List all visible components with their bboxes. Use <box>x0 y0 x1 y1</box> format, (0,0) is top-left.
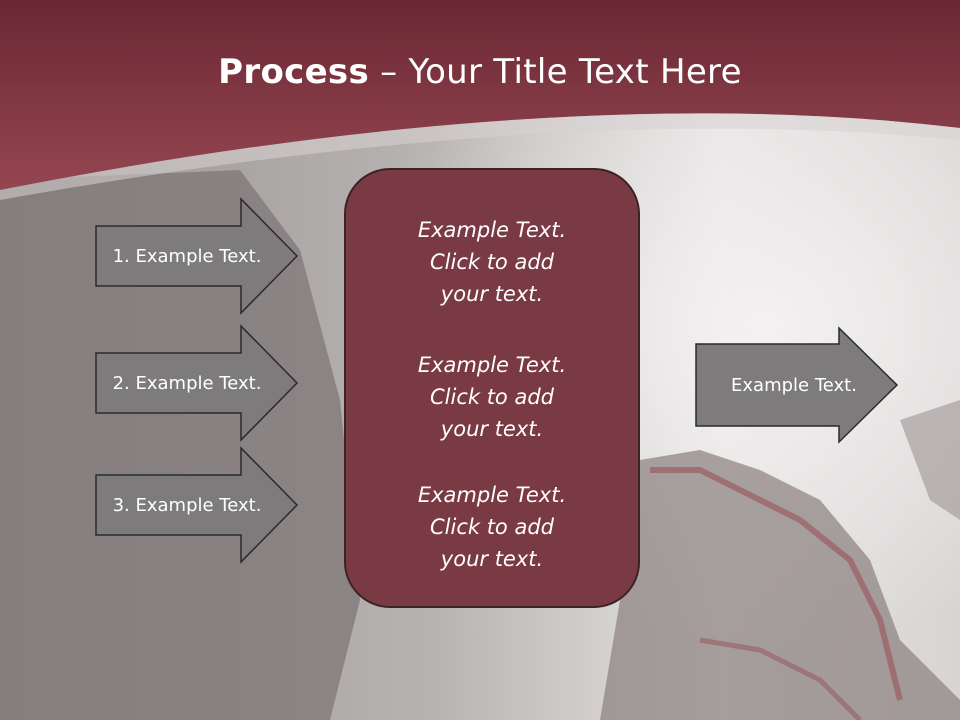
output-arrow-label: Example Text. <box>731 374 857 396</box>
arrow-shape <box>695 326 899 444</box>
center-text-block-3[interactable]: Example Text. Click to add your text. <box>417 483 567 571</box>
rocks-right <box>900 400 960 520</box>
title-rest: – Your Title Text Here <box>369 52 742 92</box>
input-arrow-label: 1. Example Text. <box>112 245 262 267</box>
center-text-block-1[interactable]: Example Text. Click to add your text. <box>417 218 567 306</box>
arrow-shape <box>95 197 299 315</box>
input-arrow-3[interactable]: 3. Example Text. <box>95 446 299 564</box>
cliff-left <box>0 170 360 720</box>
walkway <box>650 467 903 701</box>
header-band <box>0 0 960 190</box>
arrow-shape <box>95 324 299 442</box>
input-arrow-2[interactable]: 2. Example Text. <box>95 324 299 442</box>
center-text-block-2[interactable]: Example Text. Click to add your text. <box>417 353 567 441</box>
input-arrow-1[interactable]: 1. Example Text. <box>95 197 299 315</box>
walkway-2 <box>699 637 862 720</box>
arrow-shape <box>95 446 299 564</box>
title-bold: Process <box>218 52 370 92</box>
header-highlight <box>0 113 960 200</box>
center-process-box[interactable]: Example Text. Click to add your text. Ex… <box>344 168 640 608</box>
input-arrow-label: 2. Example Text. <box>112 372 262 394</box>
output-arrow[interactable]: Example Text. <box>695 326 899 444</box>
rocks-bottom-right <box>600 450 960 720</box>
slide-title: Process – Your Title Text Here <box>0 52 960 92</box>
input-arrow-label: 3. Example Text. <box>112 494 262 516</box>
